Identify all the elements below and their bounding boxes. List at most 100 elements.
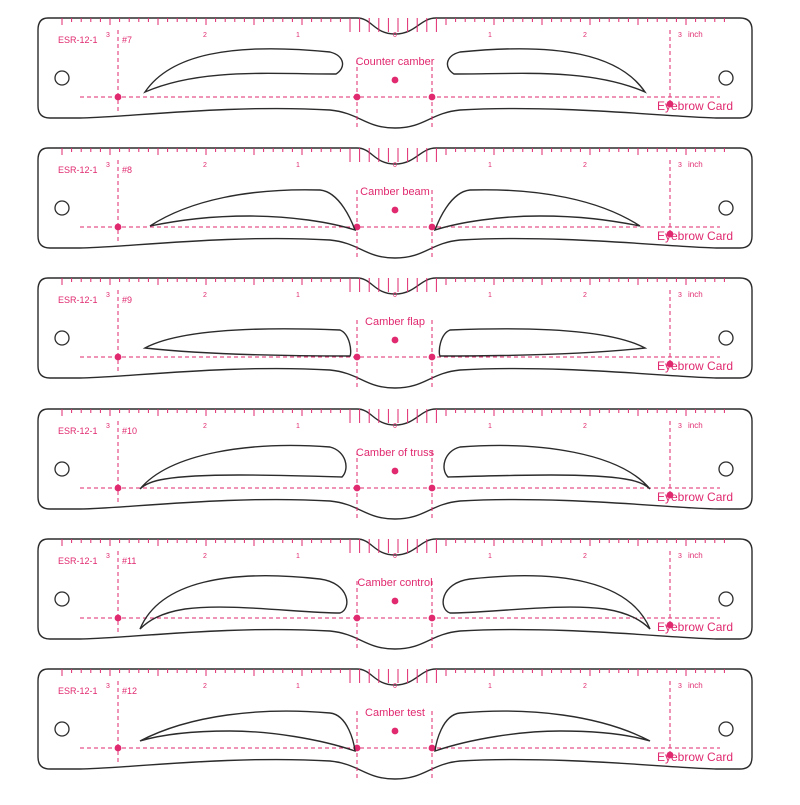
card-style-name: Camber beam [360,186,430,198]
ruler-scale-label: 1 [296,553,300,560]
guide-dot [666,230,674,238]
ruler-scale-label: 3 [106,162,110,169]
hanging-hole-left [54,461,70,477]
ruler-scale-label: 1 [296,32,300,39]
guide-dot [666,621,674,629]
card-style-name: Camber flap [365,316,425,328]
guide-dot [114,614,122,622]
hanging-hole-left [54,330,70,346]
ruler-scale-label: 3 [678,32,682,39]
guide-dot [114,353,122,361]
ruler-scale-label: 2 [583,553,587,560]
ruler-unit-label: inch [688,30,703,39]
hanging-hole-right [718,461,734,477]
ruler-scale-label: 3 [678,423,682,430]
eyebrow-right-stencil [442,575,651,630]
ruler-scale-label: 1 [296,683,300,690]
guide-dot [353,353,361,361]
guide-dot [391,727,399,735]
ruler-scale-label: 1 [488,683,492,690]
ruler-scale-label: 3 [106,292,110,299]
ruler-scale-label: 0 [393,423,397,430]
guide-dot [114,744,122,752]
ruler-scale-label: 2 [583,32,587,39]
ruler-ticks [61,409,725,423]
eyebrow-left-stencil [139,444,347,490]
card-code-label: ESR-12-1 [58,686,98,696]
card-number-label: #12 [122,686,137,696]
card-style-name: Counter camber [356,56,435,68]
ruler-scale-label: 2 [203,162,207,169]
ruler-ticks [61,539,725,553]
guide-dot [391,336,399,344]
guide-dot [428,614,436,622]
eyebrow-right-stencil [446,48,647,94]
ruler-scale-label: 1 [296,162,300,169]
ruler-scale-label: 3 [678,292,682,299]
ruler-scale-label: 0 [393,683,397,690]
card-code-label: ESR-12-1 [58,556,98,566]
ruler-unit-label: inch [688,160,703,169]
ruler-ticks [61,18,725,32]
guide-dot [391,597,399,605]
ruler-scale-label: 2 [203,292,207,299]
eyebrow-left-stencil [139,575,348,630]
card-brand-label: Eyebrow Card [657,359,733,373]
ruler-scale-label: 1 [488,162,492,169]
card-code-label: ESR-12-1 [58,35,98,45]
eyebrow-right-stencil [433,189,641,232]
hanging-hole-right [718,591,734,607]
guide-dot [353,93,361,101]
ruler-scale-label: 2 [583,292,587,299]
ruler-scale-label: 2 [203,423,207,430]
ruler-scale-label: 2 [203,553,207,560]
guide-dot [428,353,436,361]
ruler-ticks [61,148,725,162]
ruler-scale-label: 1 [296,292,300,299]
guide-dot [428,744,436,752]
ruler-scale-label: 1 [296,423,300,430]
card-brand-label: Eyebrow Card [657,490,733,504]
ruler-scale-label: 2 [583,683,587,690]
guide-dot [114,484,122,492]
hanging-hole-left [54,200,70,216]
guide-dot [391,206,399,214]
guide-dot [428,484,436,492]
ruler-scale-label: 0 [393,292,397,299]
ruler-scale-label: 3 [106,423,110,430]
card-style-name: Camber control [357,577,432,589]
ruler-ticks [61,278,725,292]
ruler-scale-label: 0 [393,162,397,169]
guide-dot [428,93,436,101]
ruler-scale-label: 2 [203,32,207,39]
ruler-scale-label: 0 [393,553,397,560]
ruler-scale-label: 0 [393,32,397,39]
eyebrow-left-stencil [142,328,352,357]
ruler-unit-label: inch [688,681,703,690]
guide-dot [428,223,436,231]
hanging-hole-right [718,200,734,216]
eyebrow-left-stencil [139,710,356,753]
ruler-scale-label: 3 [678,162,682,169]
ruler-scale-label: 2 [583,162,587,169]
card-brand-label: Eyebrow Card [657,99,733,113]
card-number-label: #10 [122,426,137,436]
card-brand-label: Eyebrow Card [657,229,733,243]
hanging-hole-right [718,721,734,737]
card-number-label: #8 [122,165,132,175]
eyebrow-right-stencil [438,328,648,357]
ruler-unit-label: inch [688,551,703,560]
guide-dot [114,93,122,101]
card-code-label: ESR-12-1 [58,165,98,175]
hanging-hole-left [54,70,70,86]
eyebrow-right-stencil [443,444,651,490]
card-number-label: #11 [122,556,136,566]
hanging-hole-right [718,70,734,86]
